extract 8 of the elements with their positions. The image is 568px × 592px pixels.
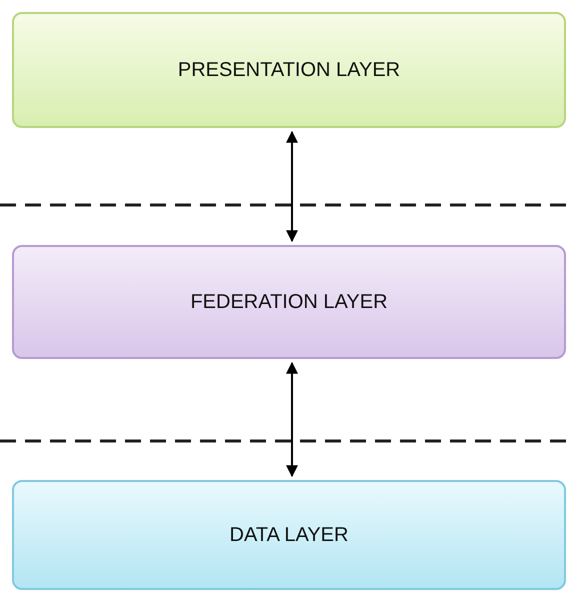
double-arrow <box>286 362 298 478</box>
layer-label: FEDERATION LAYER <box>190 290 388 315</box>
layer-box <box>12 245 566 359</box>
layer-box <box>12 480 566 590</box>
layer-box <box>12 12 566 128</box>
layer-label: PRESENTATION LAYER <box>178 58 400 83</box>
layer-label: DATA LAYER <box>230 523 348 548</box>
double-arrow <box>286 130 298 242</box>
